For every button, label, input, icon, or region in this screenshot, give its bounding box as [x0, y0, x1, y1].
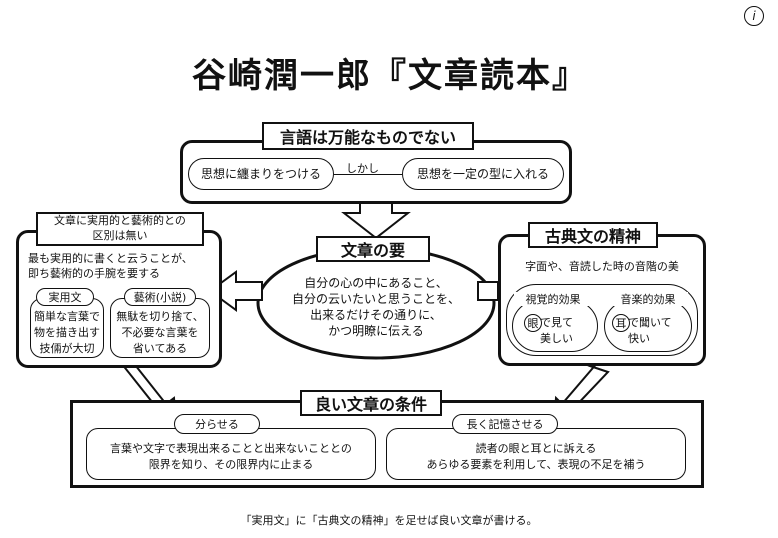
left-body: 最も実用的に書くと云うことが、 即ち藝術的の手腕を要する — [28, 252, 193, 280]
bottom-right-text: 読者の眼と耳とに訴える あらゆる要素を利用して、表現の不足を補う — [426, 442, 646, 471]
right-heading: 古典文の精神 — [528, 222, 658, 248]
page-title: 谷崎潤一郎『文章読本』 — [192, 56, 588, 96]
right-body: 字面や、音読した時の音階の美 — [525, 260, 679, 273]
bottom-left-box — [86, 428, 376, 480]
visual-text: で見て 美しい — [540, 316, 573, 345]
ear-mark: 耳 — [612, 314, 630, 332]
page-number: i — [744, 6, 764, 26]
bottom-left-tag: 分らせる — [174, 414, 260, 434]
left-arrow-center-to-left — [208, 270, 263, 312]
visual-label: 視覚的効果 — [514, 292, 592, 306]
eye-mark: 眼 — [524, 314, 542, 332]
music-label: 音楽的効果 — [608, 292, 688, 306]
top-left-pill: 思想に纏まりをつける — [188, 158, 334, 190]
left-heading: 文章に実用的と藝術的との 区別は無い — [36, 212, 204, 246]
practical-label: 実用文 — [36, 288, 94, 306]
art-label: 藝術(小説) — [124, 288, 196, 306]
center-body: 自分の心の中にあること、 自分の云いたいと思うことを、 出来るだけその通りに、 … — [291, 275, 460, 339]
bottom-heading: 良い文章の条件 — [300, 390, 442, 416]
bottom-right-tag: 長く記憶させる — [452, 414, 558, 434]
top-right-pill: 思想を一定の型に入れる — [402, 158, 564, 190]
art-text: 無駄を切り捨て、 不必要な言葉を 省いてある — [116, 310, 204, 355]
connector-label: しかし — [346, 162, 379, 175]
practical-text: 簡単な言葉で 物を描き出す 技倆が大切 — [34, 310, 100, 355]
connector-line — [334, 174, 402, 175]
music-text: で聞いて 快い — [628, 316, 672, 345]
bottom-left-text: 言葉や文字で表現出来ることと出来ないこととの 限界を知り、その限界内に止まる — [110, 442, 352, 471]
top-heading: 言語は万能なものでない — [262, 122, 474, 150]
center-heading: 文章の要 — [316, 236, 430, 262]
footer-note: 「実用文」に「古典文の精神」を足せば良い文章が書ける。 — [240, 514, 538, 527]
